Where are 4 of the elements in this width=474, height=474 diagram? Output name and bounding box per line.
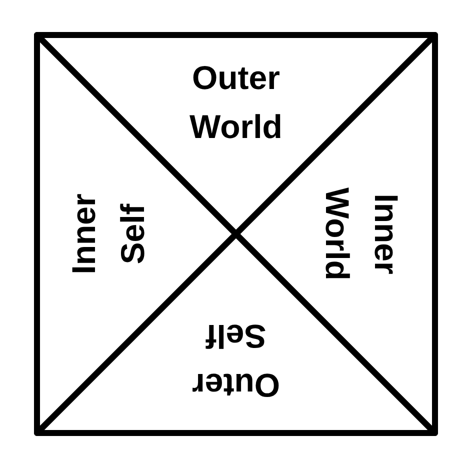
region-label: Outer Self xyxy=(191,317,282,406)
region-label: Inner World xyxy=(318,186,406,282)
region-label: Inner Self xyxy=(64,192,152,276)
region-label: Outer World xyxy=(188,58,284,147)
